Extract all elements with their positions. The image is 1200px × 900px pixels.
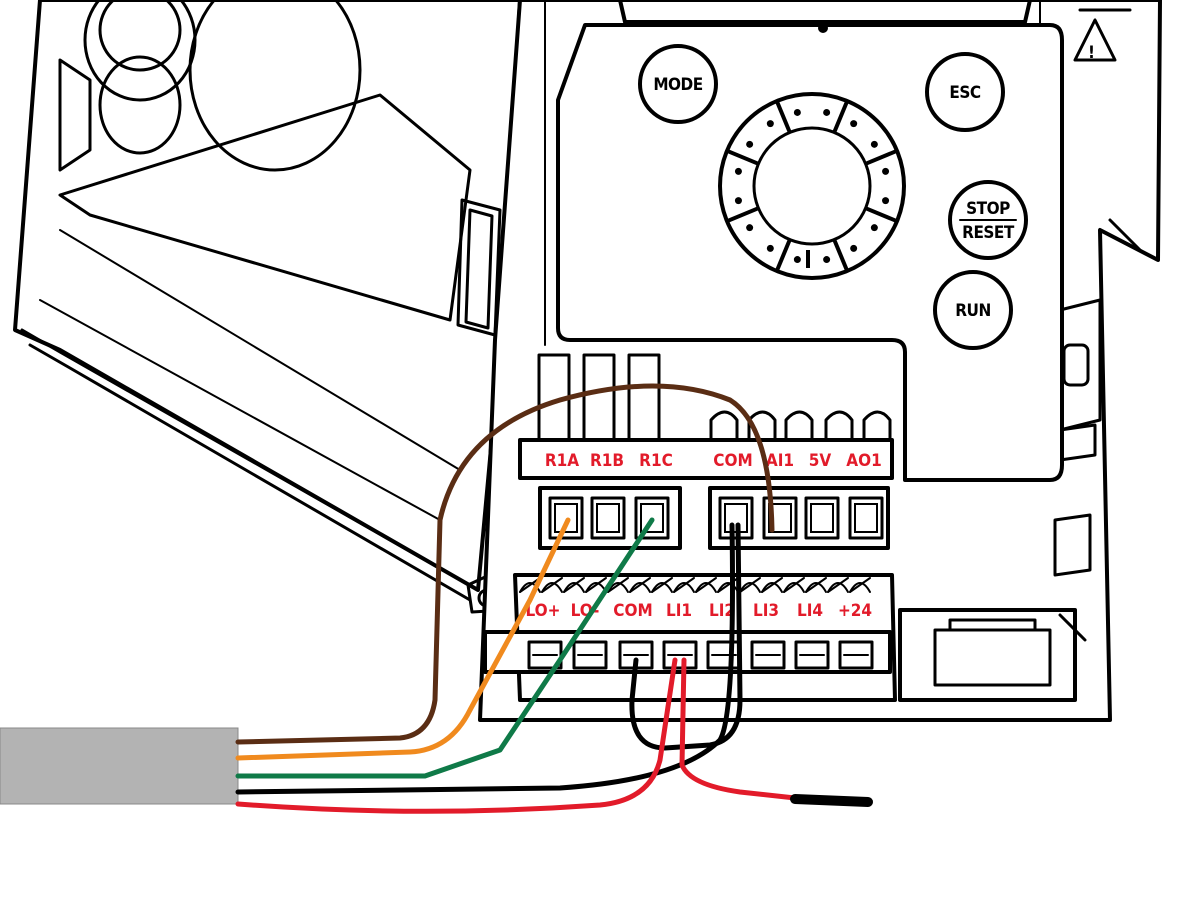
upper-terminal-block: R1A R1B R1C COM AI1 5V AO1 (518, 353, 894, 550)
mode-key[interactable]: MODE (638, 44, 718, 124)
dial-dot (793, 256, 801, 264)
screw-terminal[interactable] (662, 640, 698, 670)
stop-reset-key[interactable]: STOP RESET (948, 180, 1028, 260)
screw-terminal[interactable] (572, 640, 608, 670)
dial-dot (850, 120, 858, 128)
dial-dot (746, 140, 754, 148)
dial-dot (793, 108, 801, 116)
terminal-label-5v: 5V (809, 451, 832, 471)
jog-dial[interactable] (718, 92, 906, 280)
terminal-label-r1b: R1B (590, 451, 624, 471)
terminal-label-ai1: AI1 (766, 451, 794, 471)
terminal-label-r1a: R1A (545, 451, 579, 471)
svg-text:MODE: MODE (653, 75, 702, 95)
terminal-label-r1c: R1C (639, 451, 673, 471)
wire-red-main (235, 657, 678, 814)
dial-dot (734, 167, 742, 175)
wire-orange (235, 517, 571, 761)
svg-text:ESC: ESC (949, 83, 980, 103)
terminal-label-com: COM (613, 601, 652, 621)
dial-dot (746, 224, 754, 232)
terminal-label-loplus: LO+ (526, 601, 561, 621)
terminal-label-ao1: AO1 (846, 451, 881, 471)
terminal-label-li4: LI4 (797, 601, 823, 621)
screw-terminal[interactable] (804, 496, 840, 540)
run-key[interactable]: RUN (933, 270, 1013, 350)
svg-text:RUN: RUN (955, 301, 991, 321)
terminal-label-li1: LI1 (666, 601, 692, 621)
cable-jacket (0, 727, 239, 805)
wire-black-loop (629, 522, 743, 751)
svg-text:RESET: RESET (962, 223, 1015, 243)
wires (0, 383, 873, 814)
dial-dot (766, 244, 774, 252)
front-cover (13, 0, 522, 614)
screw-terminal[interactable] (548, 496, 584, 540)
dial-dot (766, 120, 774, 128)
screw-terminal[interactable] (794, 640, 830, 670)
screw-terminal[interactable] (848, 496, 884, 540)
wire-black-main (235, 522, 735, 795)
dial-dot (823, 256, 831, 264)
dial-dot (870, 140, 878, 148)
terminal-label-li2: LI2 (709, 601, 735, 621)
dial-dot (870, 224, 878, 232)
esc-key[interactable]: ESC (925, 52, 1005, 132)
terminal-label-plus24: +24 (838, 601, 872, 621)
terminal-label-li3: LI3 (753, 601, 779, 621)
dial-dot (882, 167, 890, 175)
terminal-label-com: COM (713, 451, 752, 471)
dial-dot (882, 197, 890, 205)
rj45-port (898, 608, 1087, 702)
screw-terminal[interactable] (634, 496, 670, 540)
top-tab (618, 0, 1032, 24)
terminal-label-lominus: LO- (571, 601, 600, 621)
dial-dot (850, 244, 858, 252)
screw-terminal[interactable] (838, 640, 874, 670)
screw-terminal[interactable] (590, 496, 626, 540)
screw-terminal[interactable] (762, 496, 798, 540)
dial-dot (734, 197, 742, 205)
lower-terminal-block: LO+ LO- COM LI1 LI2 LI3 LI4 +24 (483, 573, 897, 702)
svg-text:STOP: STOP (966, 199, 1010, 219)
wire-brown (235, 383, 775, 745)
dial-dot (823, 108, 831, 116)
svg-text:!: ! (1088, 43, 1094, 63)
screw-terminal[interactable] (750, 640, 786, 670)
wire-end-ferrule (790, 794, 873, 807)
wire-green (235, 517, 655, 779)
wire-red-tail (679, 657, 798, 801)
